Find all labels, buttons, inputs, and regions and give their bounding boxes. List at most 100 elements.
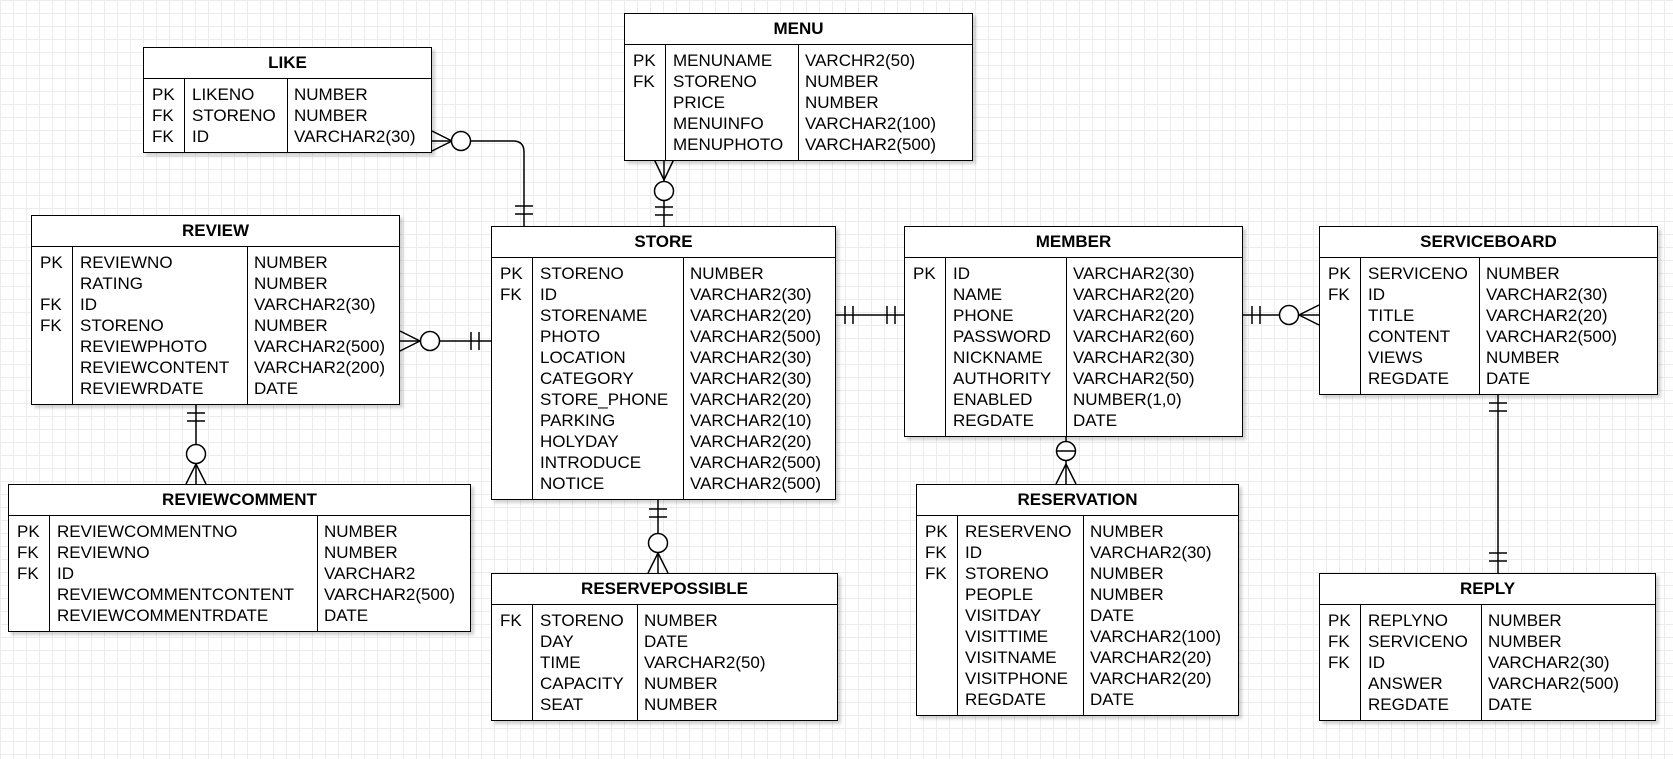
attribute-type: DATE (1073, 411, 1118, 430)
attribute-key: FK (925, 543, 947, 562)
crowfoot-mark (647, 552, 659, 574)
attribute-type: VARCHAR2(500) (805, 135, 937, 154)
attribute-key: PK (500, 264, 523, 283)
attribute-type: VARCHAR2(20) (690, 390, 812, 409)
attribute-name: LIKENO (192, 85, 255, 104)
attribute-name: AUTHORITY (953, 369, 1052, 388)
attribute-type: VARCHAR2(20) (1090, 648, 1212, 667)
attribute-type: NUMBER (1090, 564, 1164, 583)
entity-title: LIKE (144, 48, 431, 79)
type-column-divider (1083, 516, 1084, 715)
entity-title: RESERVEPOSSIBLE (492, 574, 837, 605)
attribute-type: DATE (324, 606, 369, 625)
attribute-name: CATEGORY (540, 369, 634, 388)
attribute-row[interactable]: CATEGORY VARCHAR2(30) (492, 368, 835, 389)
attribute-name: REGDATE (1368, 369, 1449, 388)
crowfoot-mark (663, 158, 675, 181)
attribute-name: ID (1368, 285, 1385, 304)
crowfoot-mark (185, 463, 197, 485)
attribute-type: VARCHAR2(30) (690, 369, 812, 388)
type-column-divider (798, 45, 799, 160)
attribute-name: REVIEWRDATE (80, 379, 204, 398)
crowfoot-mark (1065, 463, 1077, 485)
crowfoot-mark (399, 340, 421, 352)
